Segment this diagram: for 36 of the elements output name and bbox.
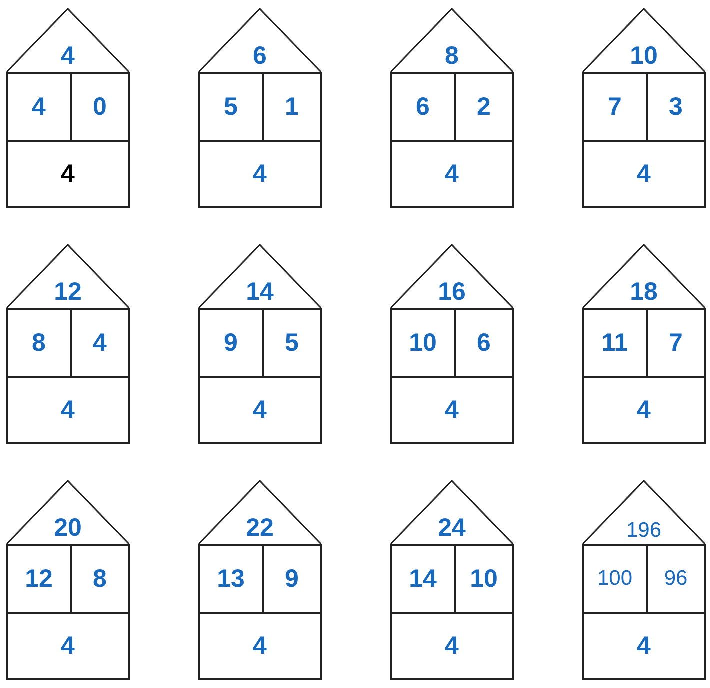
- number-cell: 4: [390, 376, 514, 444]
- number-cell: 8: [6, 308, 72, 378]
- number-cell: 9: [198, 308, 264, 378]
- number-cell: 3: [646, 72, 706, 142]
- number-cell: 4: [390, 140, 514, 208]
- number-cell: 13: [198, 544, 264, 614]
- number-cell: 4: [390, 612, 514, 680]
- number-cell: 4: [582, 140, 706, 208]
- number-cell: 6: [454, 308, 514, 378]
- number-cell: 4: [198, 140, 322, 208]
- number-cell: 6: [390, 72, 456, 142]
- number-cell: 4: [6, 612, 130, 680]
- number-cell: 4: [198, 376, 322, 444]
- number-cell: 100: [582, 544, 648, 614]
- number-cell: 8: [70, 544, 130, 614]
- number-cell: 14: [390, 544, 456, 614]
- number-cell: 4: [582, 376, 706, 444]
- number-cell: 7: [646, 308, 706, 378]
- number-cell: 2: [454, 72, 514, 142]
- number-cell: 9: [262, 544, 322, 614]
- number-cell: 7: [582, 72, 648, 142]
- number-cell: 4: [70, 308, 130, 378]
- number-cell: 4: [6, 376, 130, 444]
- number-cell: 4: [6, 72, 72, 142]
- number-cell: 11: [582, 308, 648, 378]
- number-cell: 1: [262, 72, 322, 142]
- number-cell: 5: [262, 308, 322, 378]
- number-cell: 12: [6, 544, 72, 614]
- number-cell: 0: [70, 72, 130, 142]
- number-cell: 10: [390, 308, 456, 378]
- number-cell: 4: [582, 612, 706, 680]
- number-cell: 5: [198, 72, 264, 142]
- number-cell: 96: [646, 544, 706, 614]
- number-cell: 10: [454, 544, 514, 614]
- number-cell: 4: [6, 140, 130, 208]
- number-cell: 4: [198, 612, 322, 680]
